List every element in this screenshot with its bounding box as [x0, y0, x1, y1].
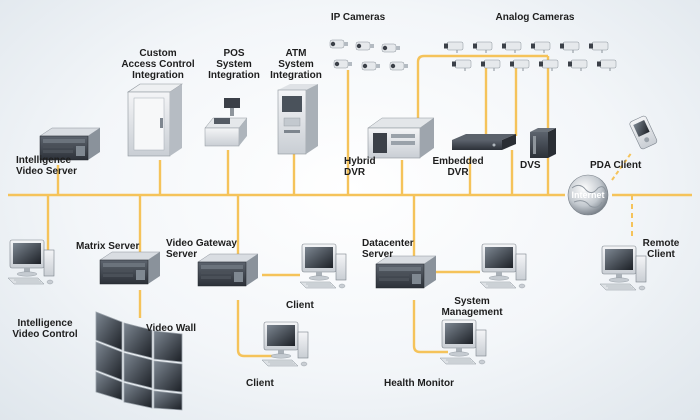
analog-camera-icon — [443, 41, 464, 54]
video-gateway-server-label: Video Gateway Server — [166, 238, 237, 260]
embedded-dvr-icon — [452, 134, 516, 150]
ip-camera-icon — [329, 39, 349, 49]
analog-cameras-label: Analog Cameras — [495, 12, 575, 23]
video-wall-icon — [95, 311, 183, 411]
atm-icon — [277, 84, 318, 155]
workstation-icon — [439, 319, 487, 365]
workstation-icon — [261, 321, 309, 367]
ip-camera-icon — [361, 61, 381, 71]
analog-camera-icon — [567, 59, 588, 72]
hybrid-dvr-label: Hybrid DVR — [344, 156, 376, 178]
analog-camera-icon — [480, 59, 501, 72]
analog-camera-icon — [559, 41, 580, 54]
analog-camera-icon — [509, 59, 530, 72]
analog-camera-icon — [451, 59, 472, 72]
pos-terminal-icon — [204, 98, 248, 147]
ip-cameras-group — [329, 39, 409, 71]
pos-system-label: POS System Integration — [208, 48, 260, 81]
custom-access-control-label: Custom Access Control Integration — [121, 48, 195, 81]
system-management-label: System Management — [441, 296, 503, 318]
hybrid-dvr-icon — [367, 117, 435, 159]
dvs-icon — [530, 128, 556, 158]
remote-client-label: Remote Client — [642, 238, 680, 260]
internet-label: Internet — [571, 190, 605, 200]
analog-camera-icon — [472, 41, 493, 54]
pda-wireless-link — [611, 151, 633, 181]
analog-camera-icon — [501, 41, 522, 54]
atm-system-label: ATM System Integration — [270, 48, 322, 81]
intelligence-video-control-label: Intelligence Video Control — [12, 318, 78, 340]
client-label: Client — [246, 378, 274, 389]
dvs-label: DVS — [520, 160, 541, 171]
intelligence-video-server-label: Intelligence Video Server — [16, 155, 77, 177]
internet-globe-icon — [567, 174, 609, 216]
datacenter-server-label: Datacenter Server — [362, 238, 414, 260]
pda-client-label: PDA Client — [590, 160, 642, 171]
pda-icon — [629, 115, 658, 150]
analog-camera-icon — [588, 41, 609, 54]
health-monitor-label: Health Monitor — [384, 378, 454, 389]
workstation-icon — [299, 243, 347, 289]
analog-camera-icon — [596, 59, 617, 72]
analog-camera-icon — [530, 41, 551, 54]
datacenter-server-icon — [375, 255, 437, 289]
ip-camera-icon — [355, 41, 375, 51]
ip-camera-icon — [333, 59, 353, 69]
access-control-kiosk-icon — [127, 83, 183, 157]
ip-camera-icon — [389, 61, 409, 71]
matrix-server-icon — [99, 251, 161, 285]
matrix-server-label: Matrix Server — [76, 241, 140, 252]
embedded-dvr-label: Embedded DVR — [432, 156, 484, 178]
client-label: Client — [286, 300, 314, 311]
ip-cameras-label: IP Cameras — [330, 12, 386, 23]
video-wall-label: Video Wall — [146, 323, 197, 334]
workstation-icon — [479, 243, 527, 289]
ip-camera-icon — [381, 43, 401, 53]
